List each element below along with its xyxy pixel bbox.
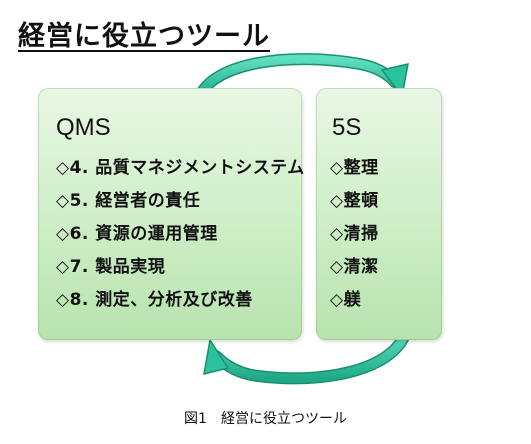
qms-panel: QMS ◇4. 品質マネジメントシステム ◇5. 経営者の責任 ◇6. 資源の運…	[38, 88, 305, 340]
figure-caption: 図1 経営に役立つツール	[184, 411, 347, 427]
qms-item-4: ◇4. 品質マネジメントシステム	[56, 158, 305, 178]
five-s-item-seiton: ◇整頓	[330, 191, 379, 211]
five-s-panel: 5S ◇整理 ◇整頓 ◇清掃 ◇清潔 ◇躾	[316, 88, 442, 340]
page-title: 経営に役立つツール	[18, 21, 270, 52]
five-s-item-seiketsu: ◇清潔	[330, 257, 379, 277]
five-s-list: ◇整理 ◇整頓 ◇清掃 ◇清潔 ◇躾	[330, 152, 379, 317]
bottom-curved-arrow-icon	[203, 326, 412, 385]
qms-item-8: ◇8. 測定、分析及び改善	[56, 290, 253, 310]
five-s-heading: 5S	[332, 114, 362, 141]
five-s-item-shitsuke: ◇躾	[330, 290, 362, 310]
qms-heading: QMS	[56, 114, 111, 141]
five-s-item-seiso: ◇清掃	[330, 224, 379, 244]
qms-item-6: ◇6. 資源の運用管理	[56, 224, 218, 244]
qms-item-7: ◇7. 製品実現	[56, 257, 166, 277]
qms-item-5: ◇5. 経営者の責任	[56, 191, 201, 211]
five-s-item-seiri: ◇整理	[330, 158, 379, 178]
qms-list: ◇4. 品質マネジメントシステム ◇5. 経営者の責任 ◇6. 資源の運用管理 …	[56, 152, 305, 317]
